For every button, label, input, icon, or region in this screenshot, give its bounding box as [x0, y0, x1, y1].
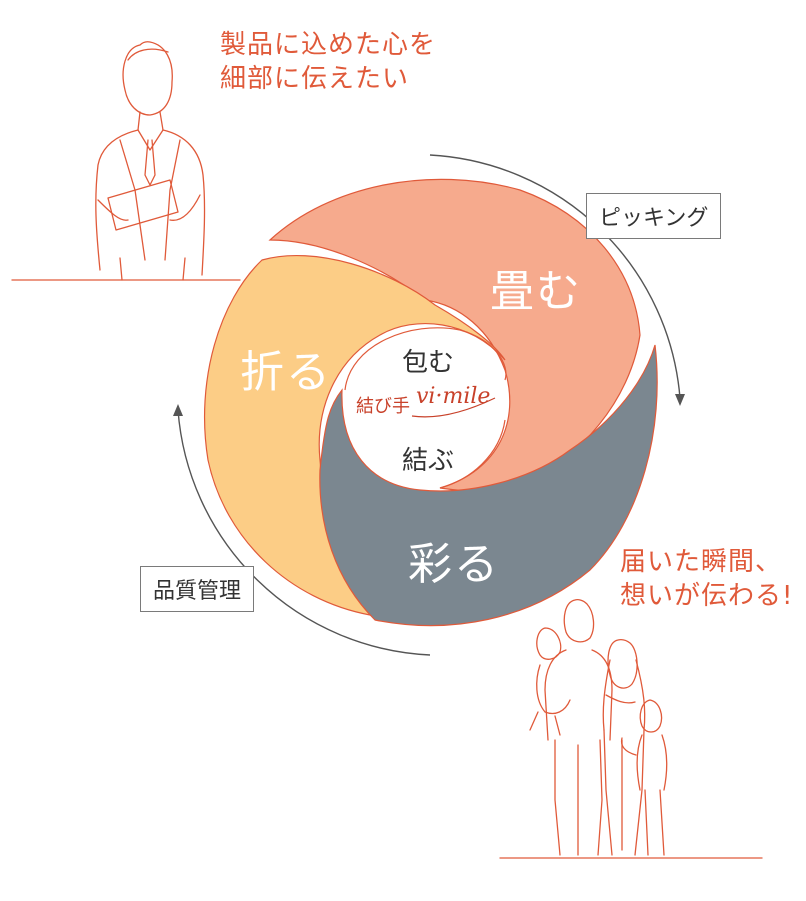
- center-disc: [350, 335, 490, 475]
- segment-label-oru: 折る: [240, 347, 332, 398]
- top-quote-line-1: 製品に込めた心を: [220, 30, 437, 60]
- segment-irodoru: [319, 344, 658, 627]
- businessman-line-art-icon: [11, 41, 241, 281]
- segment-label-irodoru: 彩る: [408, 539, 500, 590]
- center-swirl-line: [344, 327, 507, 391]
- center-swirl-line-2: [439, 419, 506, 489]
- center-label-musubu: 結ぶ: [402, 446, 455, 476]
- bottom-quote-line-2: 想いが伝わる!: [620, 581, 794, 611]
- center-label-tsutsumu: 包む: [402, 348, 455, 378]
- top-quote-line-2: 細部に伝えたい: [220, 64, 410, 94]
- segment-label-tatamu: 畳む: [490, 266, 582, 317]
- segment-oru: [203, 254, 506, 616]
- brand-underline: [411, 397, 496, 418]
- family-line-art-icon: [499, 598, 763, 859]
- arrow-left-head-icon: [173, 404, 183, 416]
- brand-name-jp: 結び手: [356, 396, 410, 417]
- label-picking: ピッキング: [586, 193, 722, 239]
- label-quality: 品質管理: [140, 566, 255, 612]
- brand-logo-en: vi·mile: [416, 384, 491, 409]
- arrow-right-head-icon: [675, 394, 685, 406]
- bottom-quote-line-1: 届いた瞬間、: [620, 547, 783, 577]
- arrow-left-arc: [177, 409, 431, 656]
